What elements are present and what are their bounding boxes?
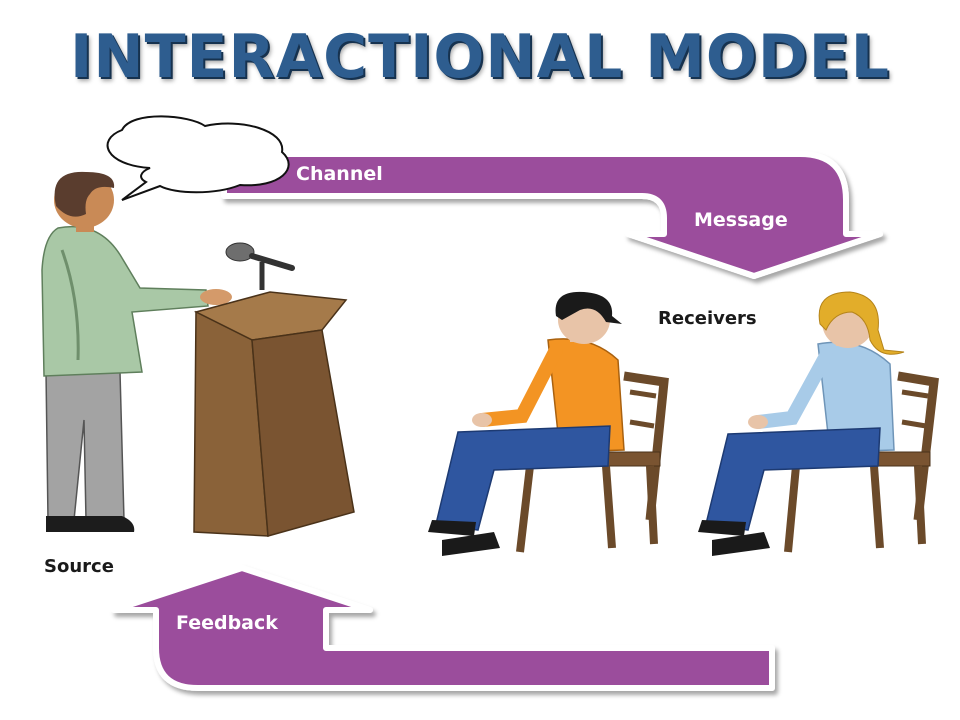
- message-label: Message: [694, 209, 788, 231]
- receiver-person-icon: [698, 291, 905, 556]
- microphone-icon: [225, 242, 295, 290]
- source-label: Source: [44, 556, 114, 577]
- speaker-person-icon: [41, 171, 232, 532]
- page-title: INTERACTIONAL MODEL: [70, 22, 890, 92]
- channel-label: Channel: [296, 163, 383, 185]
- speech-bubble-icon: [106, 115, 290, 201]
- channel-message-arrow: [221, 151, 883, 279]
- podium-icon: [193, 291, 355, 537]
- receivers-label: Receivers: [658, 308, 757, 329]
- receiver-person-icon: [428, 291, 625, 556]
- feedback-arrow: [111, 565, 775, 691]
- feedback-label: Feedback: [176, 612, 278, 634]
